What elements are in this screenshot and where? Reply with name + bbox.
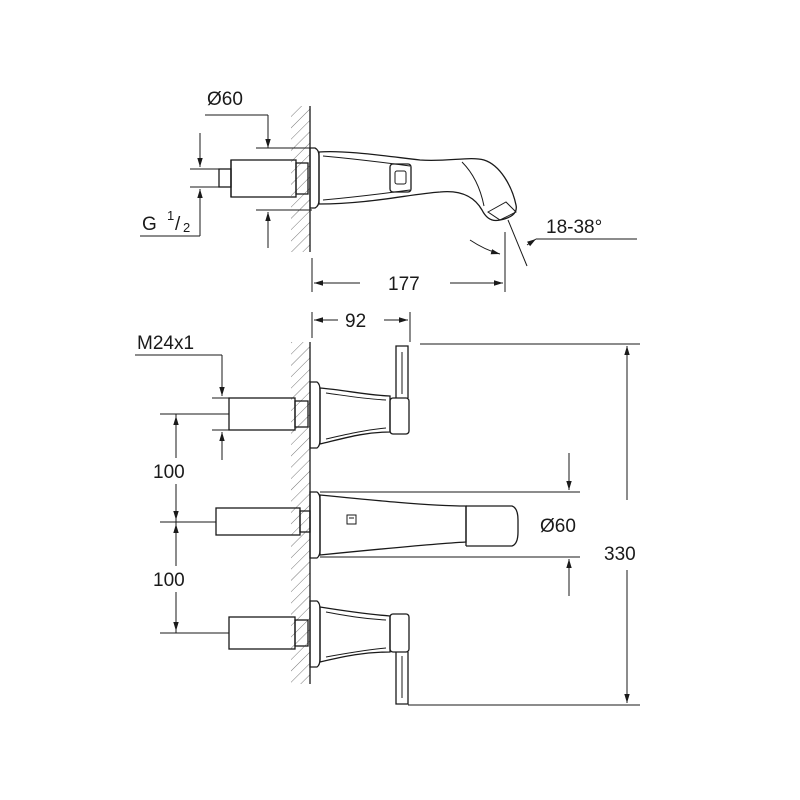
- top-view: Ø60 G 1 / 2 18-38° 177: [140, 89, 637, 295]
- spout-diameter-dimension: Ø60: [320, 453, 580, 596]
- angle-label: 18-38°: [546, 217, 602, 238]
- thread-label-front: M24x1: [137, 333, 194, 354]
- length-dimension: 177: [311, 232, 506, 295]
- valve-spacing-dimension: 100 100: [150, 413, 229, 634]
- thread-fraction-slash: /: [175, 214, 181, 235]
- handle-offset-label: 92: [345, 311, 366, 332]
- thread-label-top: G: [142, 214, 157, 235]
- thread-dimension-top: G 1 / 2: [140, 133, 219, 237]
- upper-valve: [228, 345, 410, 449]
- thread-stem-top: [218, 159, 309, 198]
- handle-offset-dimension: 92: [311, 311, 411, 342]
- spout-front: [215, 491, 519, 559]
- diameter-label-top: Ø60: [207, 89, 243, 110]
- thread-dimension-front: M24x1: [135, 333, 229, 460]
- thread-fraction-den: 2: [183, 220, 190, 235]
- total-height-dimension: 330: [408, 343, 654, 706]
- lower-valve: [228, 600, 410, 705]
- length-label: 177: [388, 274, 420, 295]
- thread-fraction-num: 1: [167, 208, 174, 223]
- spacing-lower-label: 100: [153, 570, 185, 591]
- diameter-dimension-top: Ø60: [205, 89, 312, 248]
- total-height-label: 330: [604, 544, 636, 565]
- flange-top: [309, 147, 320, 209]
- front-view: 92 M24x1 100 100: [135, 311, 654, 706]
- angle-dimension: 18-38°: [469, 217, 637, 267]
- spout-body-top: [318, 150, 517, 222]
- wall-hatch-top: [291, 106, 311, 252]
- spout-diameter-label: Ø60: [540, 516, 576, 537]
- spacing-upper-label: 100: [153, 462, 185, 483]
